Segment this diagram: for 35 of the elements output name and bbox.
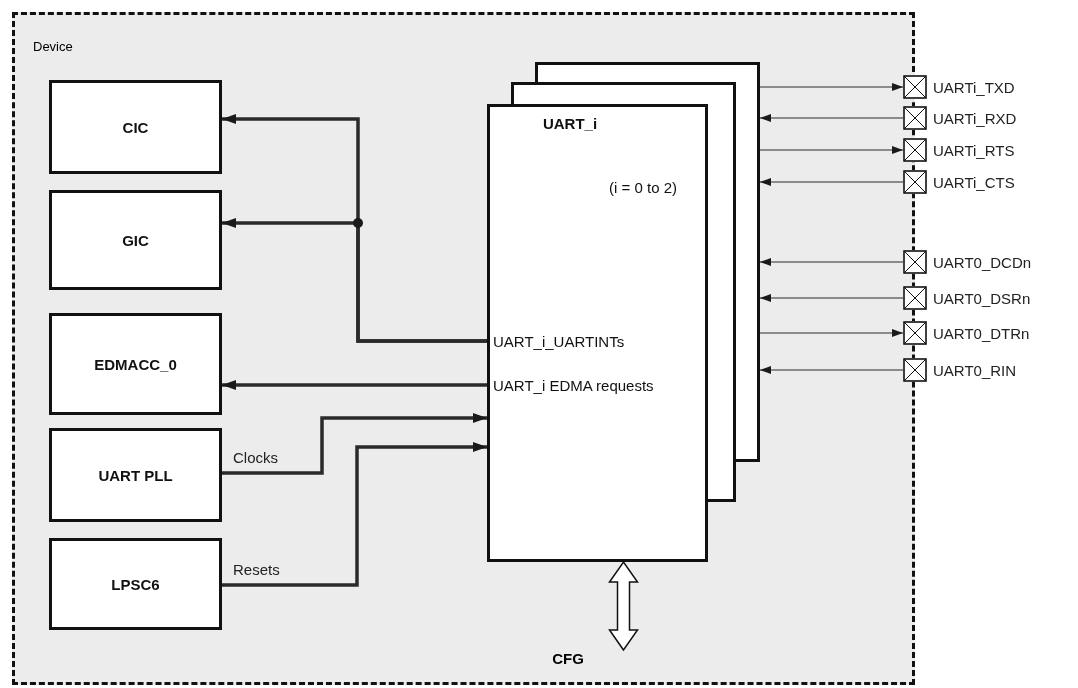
module-box: EDMACC_0 xyxy=(49,313,222,415)
module-box: LPSC6 xyxy=(49,538,222,630)
module-title: UART_i xyxy=(541,115,599,132)
arrow xyxy=(759,146,904,154)
edge-label: Clocks xyxy=(233,449,278,466)
pin-name: UARTi_TXD xyxy=(933,78,1015,96)
arrow xyxy=(222,218,487,343)
arrow xyxy=(759,329,904,337)
arrow xyxy=(759,114,904,122)
arrow xyxy=(222,442,487,587)
pin-name: UART0_DSRn xyxy=(933,289,1031,307)
arrow xyxy=(759,258,904,266)
pin-name: UARTi_RTS xyxy=(933,141,1015,159)
module-box: UART PLL xyxy=(49,428,222,522)
pin-name: UARTi_CTS xyxy=(933,173,1015,191)
module-box: GIC xyxy=(49,190,222,290)
arrow xyxy=(759,294,904,302)
arrow xyxy=(222,380,487,390)
pin-name: UART0_RIN xyxy=(933,361,1017,379)
double-arrow xyxy=(608,560,639,652)
module-box: CIC xyxy=(49,80,222,174)
pin-name: UART0_DTRn xyxy=(933,324,1030,342)
edge-label: Resets xyxy=(233,561,280,578)
index-range: (i = 0 to 2) xyxy=(609,179,677,196)
arrow xyxy=(759,178,904,186)
device-boundary xyxy=(12,12,915,685)
signal-label: UART_i EDMA requests xyxy=(493,377,654,394)
pin-name: UART0_DCDn xyxy=(933,253,1032,271)
device-label: Device xyxy=(33,39,73,54)
pin-name: UARTi_RXD xyxy=(933,109,1017,127)
arrow xyxy=(759,83,904,91)
arrow xyxy=(222,413,487,475)
arrow xyxy=(759,366,904,374)
signal-label: UART_i_UARTINTs xyxy=(493,333,625,350)
bus-label: CFG xyxy=(518,650,618,672)
